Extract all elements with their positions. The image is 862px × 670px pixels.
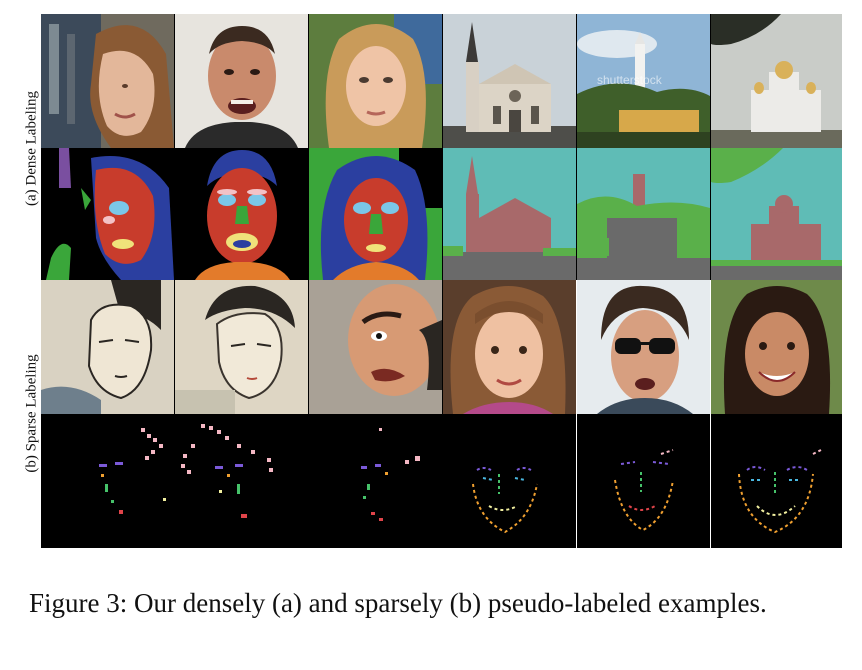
divider — [576, 280, 577, 548]
photo-church-facade — [443, 14, 576, 148]
mask-sparse-smiling-woman — [711, 414, 842, 548]
mask-sparse-man-sunglasses — [577, 414, 710, 548]
photo-white-palace — [711, 14, 842, 148]
mask-sparse-girl — [443, 414, 576, 548]
watermark-text: shutterstock — [597, 73, 663, 87]
photo-face-profile-woman — [41, 14, 174, 148]
figure-caption: Figure 3: Our densely (a) and sparsely (… — [29, 588, 767, 618]
mask-sparse-ukiyoe-bald — [309, 414, 442, 548]
photo-ukiyoe-samurai — [41, 280, 174, 414]
mask-dense-face-blonde — [309, 148, 442, 280]
photo-face-smiling-man — [175, 14, 308, 148]
photo-ukiyoe-lady — [175, 280, 308, 414]
mask-dense-landscape — [577, 148, 710, 280]
photo-ukiyoe-bald-man — [309, 280, 442, 414]
photo-face-girl — [443, 280, 576, 414]
photo-face-blonde-woman — [309, 14, 442, 148]
mask-dense-face-profile — [41, 148, 174, 280]
row-label-sparse: (b) Sparse Labeling — [23, 354, 40, 473]
mask-dense-church — [443, 148, 576, 280]
row-label-dense: (a) Dense Labeling — [23, 91, 40, 206]
photo-face-smiling-woman — [711, 280, 842, 414]
mask-dense-palace — [711, 148, 842, 280]
figure-grid: shutterstock — [41, 14, 842, 548]
mask-sparse-ukiyoe-pair — [41, 414, 308, 548]
divider — [710, 280, 711, 548]
photo-landscape-tower: shutterstock — [577, 14, 710, 148]
mask-dense-face-smiling — [175, 148, 308, 280]
photo-face-man-sunglasses — [577, 280, 710, 414]
